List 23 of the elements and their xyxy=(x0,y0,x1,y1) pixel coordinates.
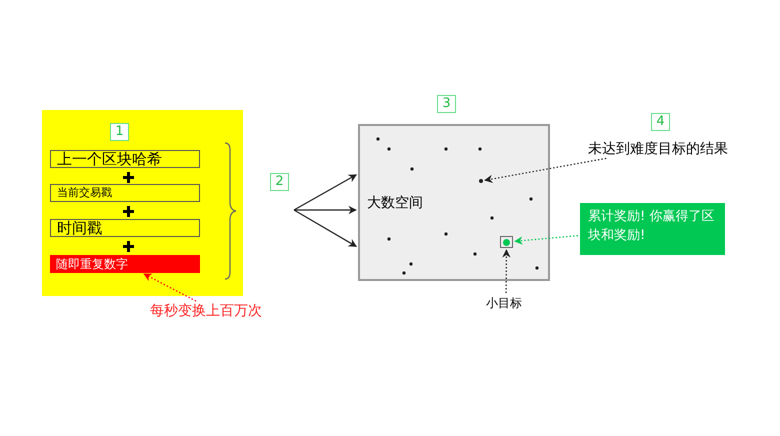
arrow xyxy=(294,209,357,247)
reward-box: 累计奖励! 你赢得了区块和奖励! xyxy=(580,203,725,255)
leader-line xyxy=(514,235,578,245)
arrow xyxy=(294,174,357,211)
callout-number: 2 xyxy=(270,173,289,191)
annotation-text: 每秒变换上百万次 xyxy=(150,302,280,320)
panel-background xyxy=(42,110,243,296)
field-box: 当前交易戳 xyxy=(50,184,200,202)
annotation-text: 小目标 xyxy=(486,295,526,311)
callout-number: 1 xyxy=(110,123,129,141)
area-label: 大数空间 xyxy=(367,194,423,212)
space-box xyxy=(358,124,550,281)
arrow xyxy=(294,206,357,214)
leader-line xyxy=(502,249,511,293)
dot xyxy=(479,179,483,183)
callout-number: 4 xyxy=(651,113,670,131)
field-box: 上一个区块哈希 xyxy=(50,150,200,168)
field-box: 时间戳 xyxy=(50,219,200,237)
callout-number: 3 xyxy=(437,95,456,113)
annotation-text: 未达到难度目标的结果 xyxy=(588,140,728,158)
highlight-box: 随即重复数字 xyxy=(50,255,200,273)
leader-line xyxy=(484,158,606,184)
target-box xyxy=(500,236,513,248)
